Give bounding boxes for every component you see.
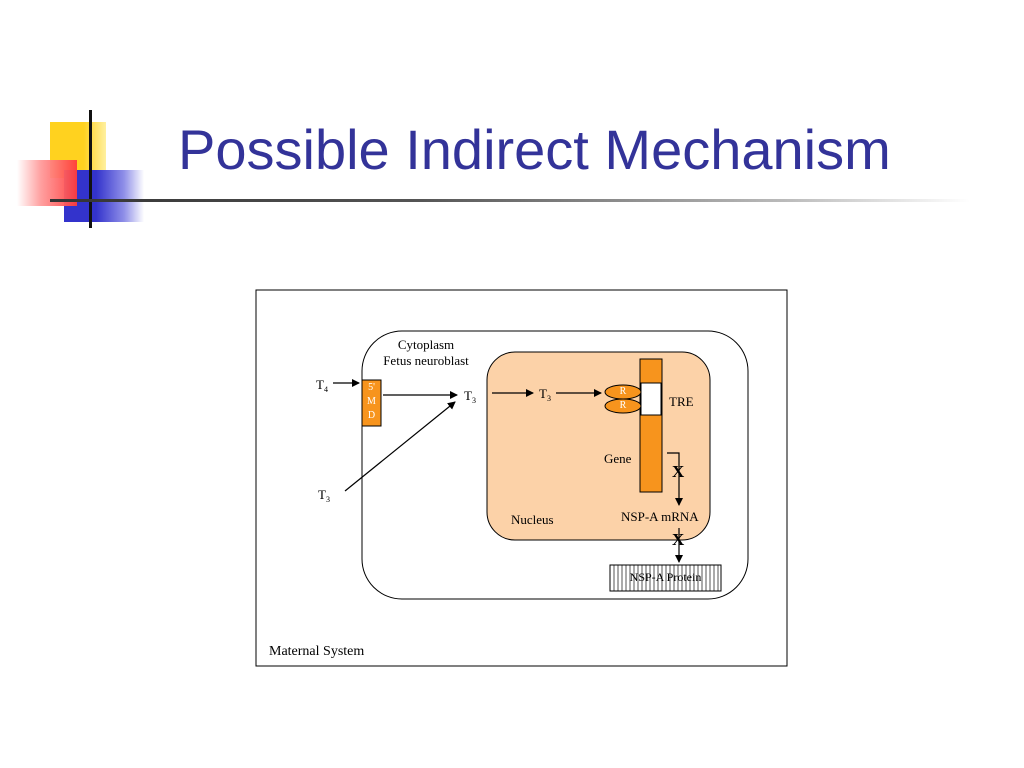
enzyme-label-line1: 5' — [368, 382, 375, 393]
enzyme-label-line2: M — [367, 396, 376, 407]
nucleus-label: Nucleus — [511, 512, 554, 527]
t3-label-maternal: T3 — [318, 487, 330, 504]
mrna-label: NSP-A mRNA — [621, 509, 699, 524]
logo-red-square — [17, 160, 77, 206]
t3-label-nucleus: T3 — [539, 386, 551, 403]
t4-label: T4 — [316, 377, 328, 394]
translation-block-mark: X — [672, 530, 685, 549]
transcription-block-mark: X — [672, 462, 685, 481]
cytoplasm-label: Cytoplasm — [397, 337, 455, 352]
gene-bar — [639, 358, 663, 493]
deiodinase-box — [361, 379, 382, 427]
gene-label: Gene — [604, 451, 632, 466]
tre-label: TRE — [669, 394, 694, 409]
slide-title: Possible Indirect Mechanism — [178, 118, 891, 181]
tre-segment — [640, 382, 662, 416]
neuroblast-label: Fetus neuroblast — [383, 353, 469, 368]
receptor-bottom — [604, 398, 642, 414]
protein-label: NSP-A Protein — [629, 570, 702, 584]
enzyme-label-line3: D — [367, 410, 376, 421]
receptor-label-bottom: R — [619, 400, 627, 411]
t3-entry-arrow — [344, 401, 456, 492]
logo-vertical-line — [89, 110, 92, 228]
transcription-arrow — [667, 452, 683, 506]
receptor-label-top: R — [619, 386, 627, 397]
maternal-system-label: Maternal System — [269, 644, 365, 659]
t3-label-enzyme: T3 — [464, 388, 476, 405]
title-underline — [50, 199, 970, 202]
protein-box — [609, 564, 722, 592]
logo-blue-square — [64, 170, 144, 222]
